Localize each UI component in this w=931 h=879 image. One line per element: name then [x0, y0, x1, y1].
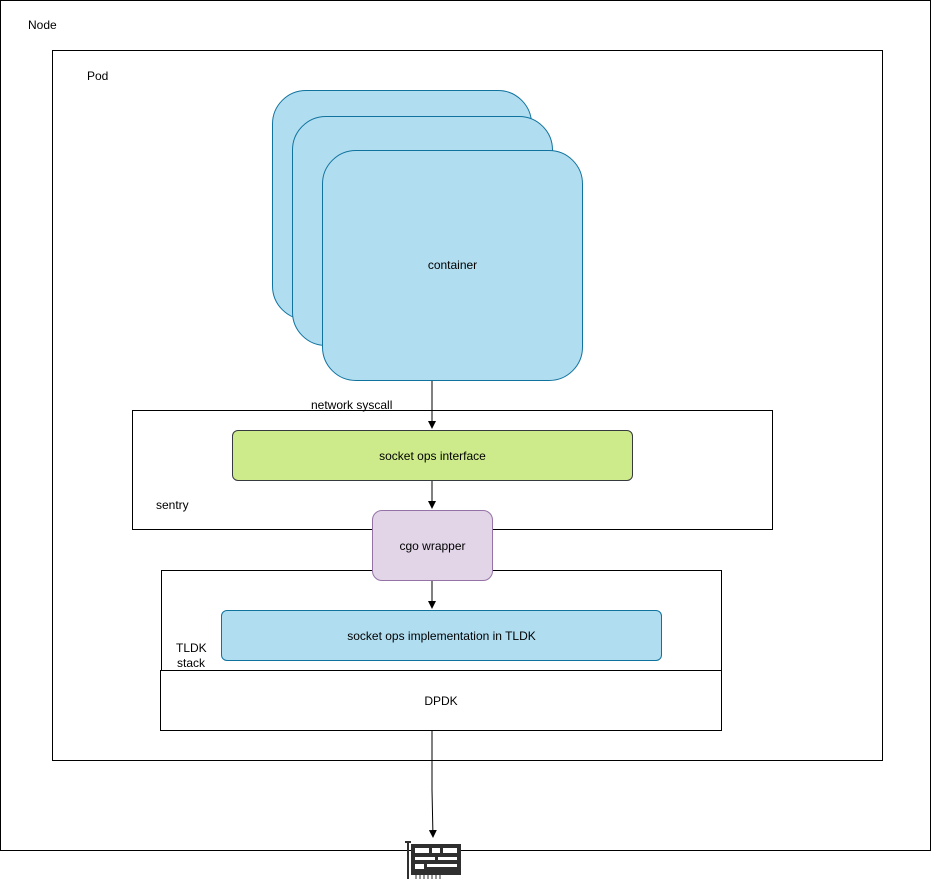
- tldk-stack-label-line2: stack: [177, 656, 206, 670]
- socket-ops-interface-label: socket ops interface: [379, 448, 486, 463]
- container-card-front[interactable]: container: [322, 150, 583, 381]
- sentry-label: sentry: [156, 498, 189, 512]
- network-card-icon: [405, 841, 461, 879]
- socket-ops-impl-box[interactable]: socket ops implementation in TLDK: [221, 610, 662, 661]
- socket-ops-impl-label: socket ops implementation in TLDK: [347, 628, 536, 643]
- dpdk-label: DPDK: [424, 693, 458, 708]
- dpdk-box[interactable]: DPDK: [160, 670, 722, 731]
- container-label: container: [427, 257, 478, 272]
- network-syscall-label: network syscall: [311, 398, 393, 412]
- cgo-wrapper-box[interactable]: cgo wrapper: [372, 510, 493, 581]
- node-label: Node: [28, 18, 57, 32]
- cgo-wrapper-label: cgo wrapper: [399, 538, 466, 553]
- socket-ops-interface-box[interactable]: socket ops interface: [232, 430, 633, 481]
- pod-label: Pod: [87, 69, 109, 83]
- tldk-stack-label-line1: TLDK: [176, 641, 207, 655]
